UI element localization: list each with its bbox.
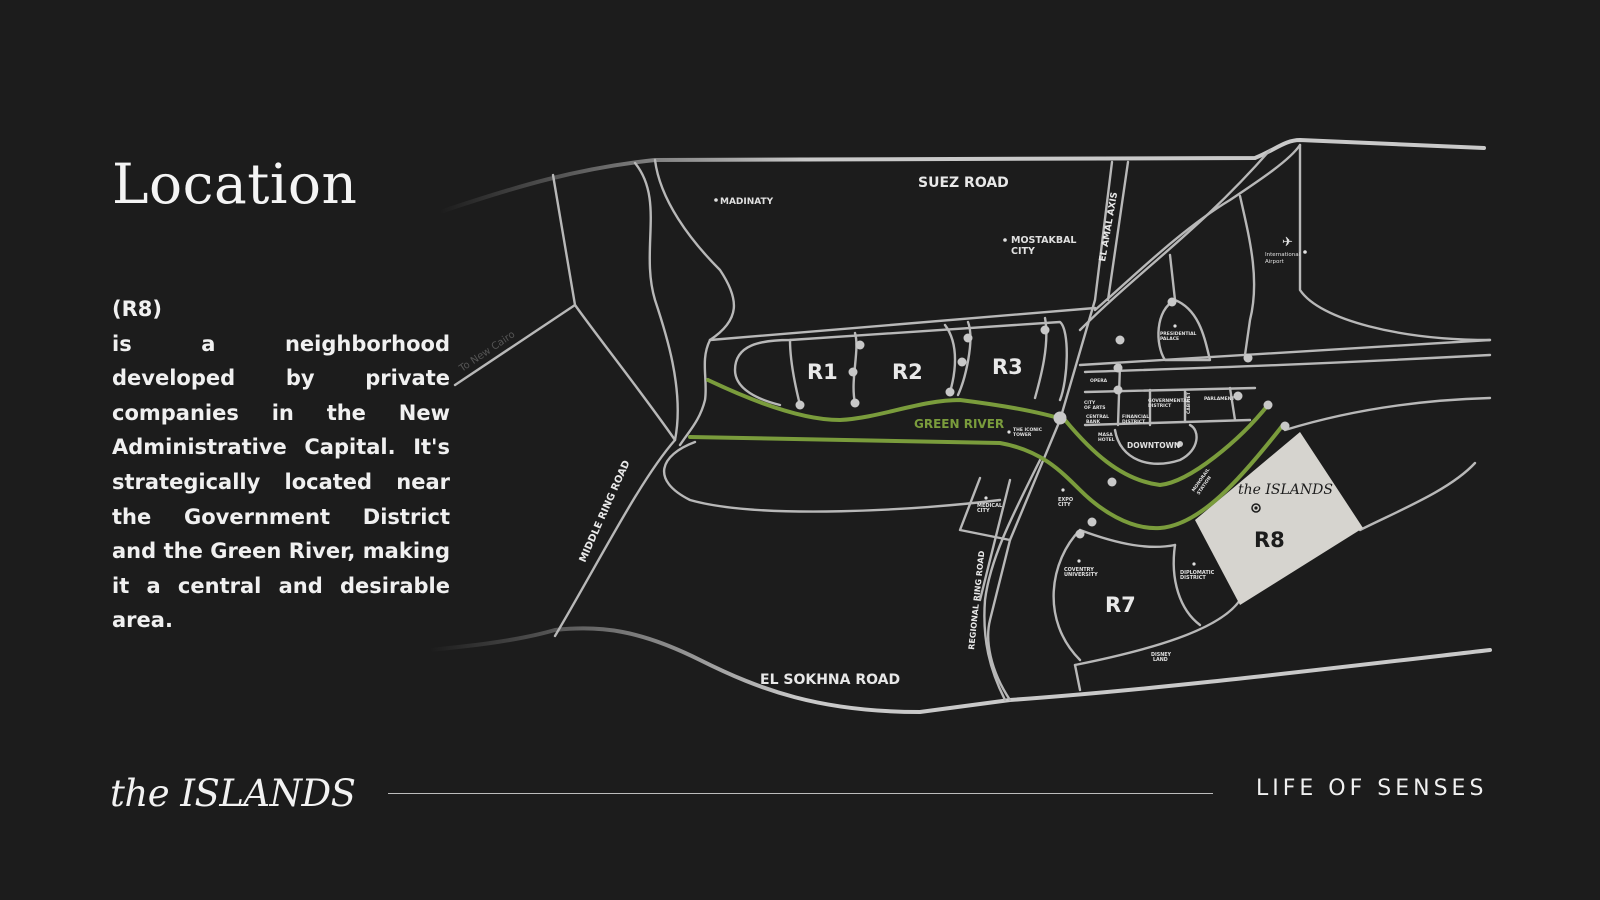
to-new-cairo-label: To New Cairo — [457, 329, 518, 375]
zone-r7-label: R7 — [1105, 593, 1136, 617]
regional-ring-road-label: REGIONAL RING ROAD — [967, 550, 986, 650]
zone-r1-label: R1 — [807, 360, 838, 384]
downtown-label: DOWNTOWN — [1127, 441, 1180, 450]
opera-label: OPERA — [1090, 378, 1108, 384]
medical-city-label-1: MEDICAL — [977, 503, 1003, 509]
iconic-tower-label-2: TOWER — [1013, 432, 1032, 438]
airport-label-2: Airport — [1265, 259, 1285, 265]
neighborhood-code: (R8) — [112, 297, 162, 321]
presidential-label-2: PALACE — [1160, 336, 1179, 342]
central-bank-label-1: CENTRAL — [1086, 414, 1109, 420]
mostakbal-label-2: CITY — [1011, 246, 1035, 257]
mostakbal-label-1: MOSTAKBAL — [1011, 235, 1076, 246]
page-title: Location — [112, 152, 358, 216]
sokhna-road-label: EL SOKHNA ROAD — [760, 672, 900, 688]
description-text: is a neighborhood developed by private c… — [112, 331, 450, 633]
green-river — [688, 378, 1285, 531]
disney-label-1: DISNEY — [1151, 652, 1172, 658]
diplomatic-label-1: DIPLOMATIC — [1180, 570, 1215, 576]
masa-hotel-label-2: HOTEL — [1098, 437, 1115, 443]
expo-city-label-2: CITY — [1058, 502, 1071, 508]
r8-project-logo: the ISLANDS — [1238, 482, 1333, 498]
airport-icon: ✈ — [1282, 235, 1293, 250]
suez-road-label: SUEZ ROAD — [918, 175, 1009, 191]
governmental-label-2: DISTRICT — [1148, 403, 1172, 409]
medical-city-label-2: CITY — [977, 508, 990, 514]
diplomatic-label-2: DISTRICT — [1180, 575, 1206, 581]
footer-divider — [388, 793, 1213, 794]
highways — [428, 137, 1492, 715]
footer-tagline: LIFE OF SENSES — [1256, 776, 1488, 801]
sokhna-road-line — [428, 626, 1492, 715]
suez-road-line — [438, 137, 1486, 214]
coventry-label-1: COVENTRY — [1064, 567, 1094, 573]
presidential-label-1: PRESIDENTIAL — [1160, 331, 1197, 337]
disney-label-2: LAND — [1153, 657, 1168, 663]
city-of-arts-label-2: OF ARTS — [1084, 405, 1106, 411]
place-labels: MADINATY MOSTAKBAL CITY ✈ International … — [714, 197, 1307, 663]
roads — [453, 143, 1492, 702]
cabinet-label: CABINET — [1186, 391, 1192, 414]
r8-location-pin — [1251, 503, 1261, 513]
amal-axis-label: EL AMAL AXIS — [1098, 191, 1120, 262]
governmental-label-1: GOVERNMENTAL — [1148, 398, 1190, 404]
financial-label-1: FINANCIAL — [1122, 414, 1149, 420]
zone-r2-label: R2 — [892, 360, 923, 384]
zone-r8-label: R8 — [1254, 528, 1285, 552]
zone-r3-label: R3 — [992, 355, 1023, 379]
central-bank-label-2: BANK — [1086, 419, 1101, 425]
green-river-label: GREEN RIVER — [914, 417, 1004, 431]
r8-parcel — [1195, 432, 1363, 605]
iconic-tower-label-1: THE ICONIC — [1013, 427, 1043, 433]
location-description: (R8) is a neighborhood developed by priv… — [112, 292, 450, 638]
airport-label-1: International — [1265, 252, 1301, 258]
footer-logo: the ISLANDS — [110, 772, 356, 815]
expo-city-label-1: EXPO — [1058, 497, 1073, 503]
masa-hotel-label-1: MASA — [1098, 432, 1113, 438]
city-of-arts-label-1: CITY — [1084, 400, 1096, 406]
coventry-label-2: UNIVERSITY — [1064, 572, 1098, 578]
financial-label-2: DISTRICT — [1122, 419, 1146, 425]
junction-dots — [795, 297, 1290, 539]
madinaty-label: MADINATY — [720, 197, 774, 207]
parlament-label: PARLAMENT — [1204, 396, 1236, 402]
